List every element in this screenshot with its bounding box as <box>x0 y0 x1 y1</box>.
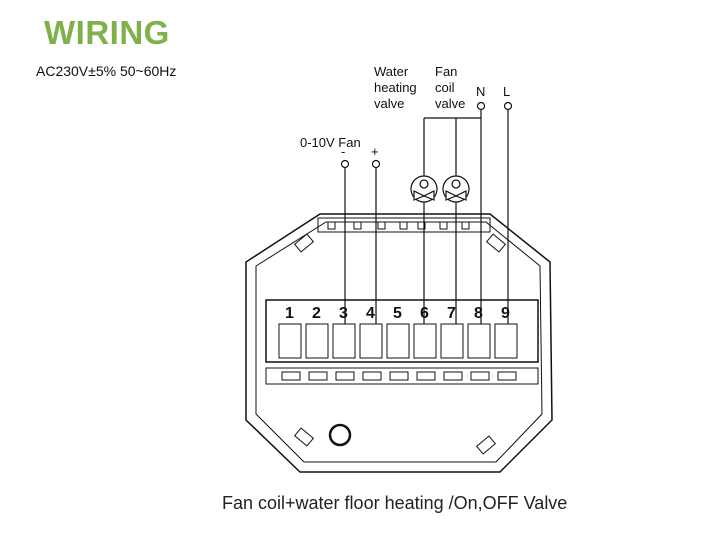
water-heating-label-2: heating <box>374 80 417 95</box>
terminal-screws <box>278 323 518 359</box>
power-spec: AC230V±5% 50~60Hz <box>36 63 177 79</box>
wires <box>344 110 509 324</box>
terminal-3: 3 <box>339 305 348 322</box>
diagram-caption: Fan coil+water floor heating /On,OFF Val… <box>222 493 568 513</box>
water-heating-label-1: Water <box>374 64 409 79</box>
lower-slots <box>281 371 517 381</box>
top-slots <box>327 221 470 230</box>
corner-tabs <box>293 233 507 455</box>
lower-slot-strip <box>265 367 539 385</box>
terminal-block <box>265 299 539 363</box>
valve-icon <box>442 175 470 203</box>
wire-ends <box>340 101 513 169</box>
housing-outline <box>245 213 553 473</box>
fan-coil-label-2: coil <box>435 80 455 95</box>
top-connector-strip <box>317 217 491 233</box>
terminal-2: 2 <box>312 305 321 322</box>
terminal-7: 7 <box>447 305 456 322</box>
circle-icon <box>328 423 352 447</box>
valve-icon <box>410 175 438 203</box>
terminal-9: 9 <box>501 305 510 322</box>
terminal-1: 1 <box>285 305 294 322</box>
live-label: L <box>503 84 510 99</box>
fan-signal-label: 0-10V Fan <box>300 135 361 150</box>
diagram-title: WIRING <box>44 14 170 51</box>
terminal-5: 5 <box>393 305 402 322</box>
terminal-8: 8 <box>474 305 483 322</box>
fan-coil-label-1: Fan <box>435 64 457 79</box>
fan-coil-label-3: valve <box>435 96 465 111</box>
plus-label: + <box>371 144 379 159</box>
terminal-4: 4 <box>366 305 375 322</box>
neutral-label: N <box>476 84 485 99</box>
water-heating-label-3: valve <box>374 96 404 111</box>
minus-label: - <box>341 144 345 159</box>
housing-inner-outline <box>255 221 543 463</box>
